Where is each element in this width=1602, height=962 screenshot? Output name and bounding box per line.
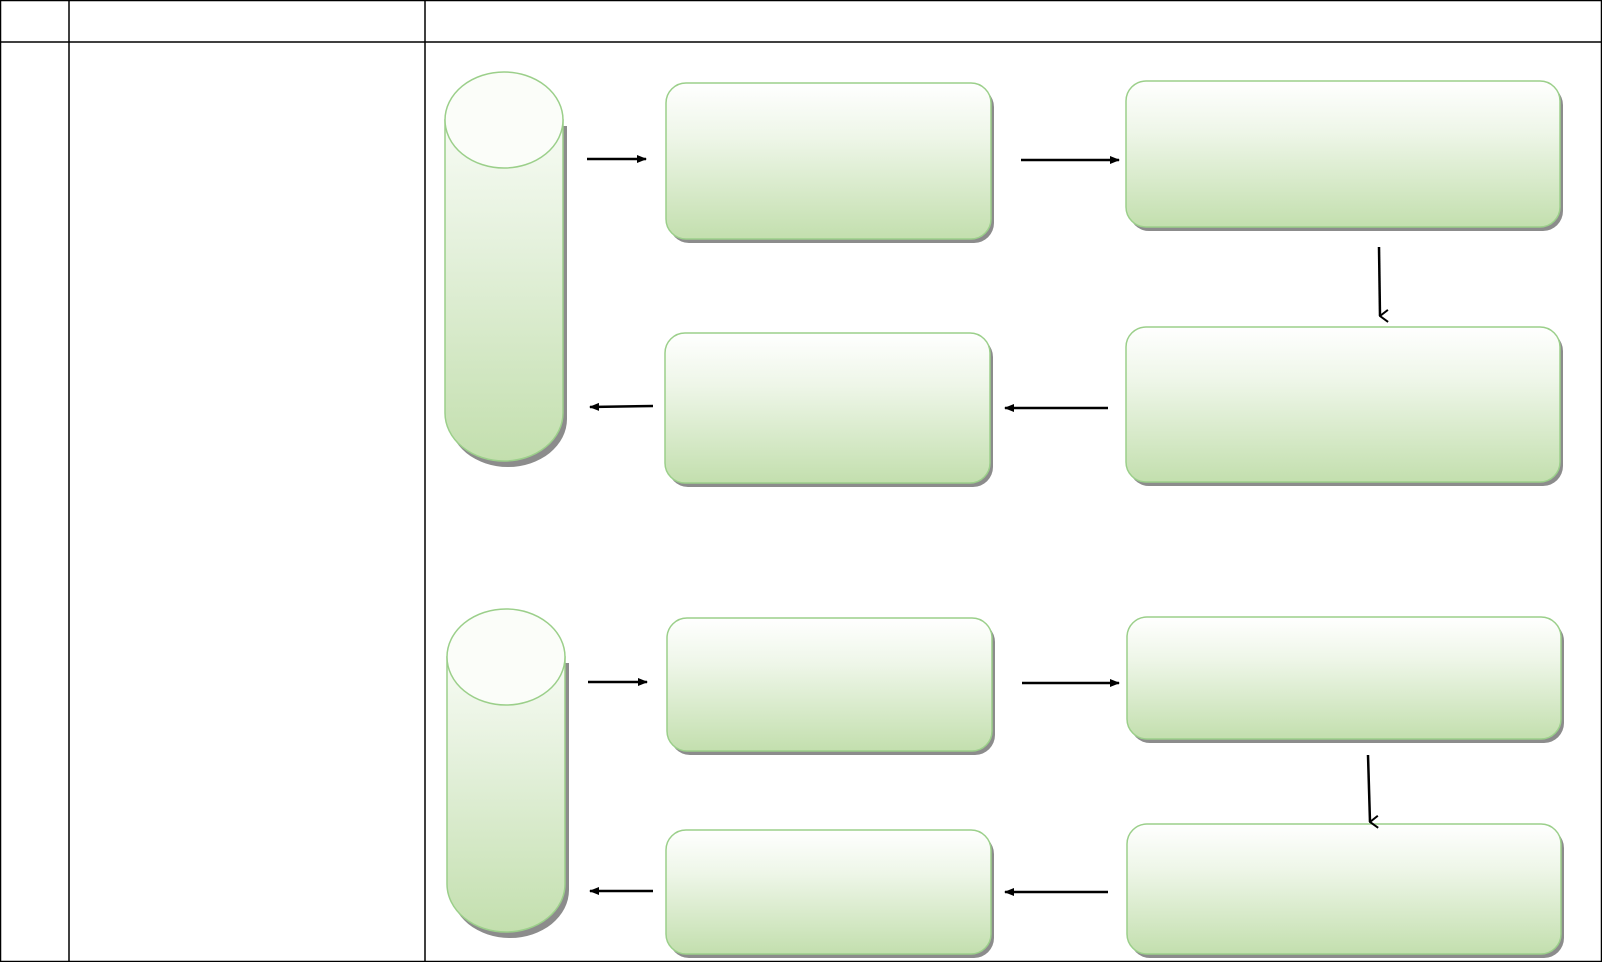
flow-2-box-1 [666,617,995,755]
flow-2-box-4 [665,829,994,958]
flow-2-box-3 [1126,823,1564,958]
flow-2 [446,608,1564,958]
flow-2-box-2 [1126,616,1564,743]
flow-1-box-3 [1125,326,1563,486]
flow-1-box-2 [1125,80,1563,231]
flow-1-arrow-box2-to-box3 [1377,246,1380,316]
flow-1 [444,71,1563,487]
flow-1-box-1 [665,82,994,243]
flow-2-arrow-box2-to-box3 [1366,754,1370,822]
flow-1-box-4 [664,332,993,487]
flow-2-cylinder [446,608,569,938]
flow-1-arrow-box4-to-cyl [589,402,654,411]
flow-1-cylinder [444,71,567,467]
